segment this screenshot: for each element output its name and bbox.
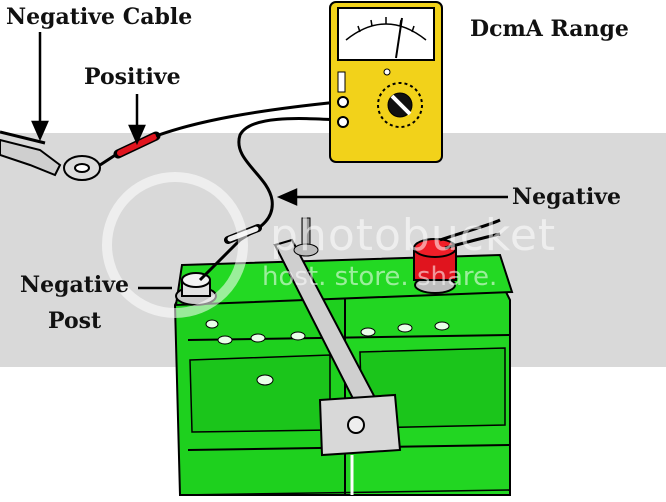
- positive-post: [413, 218, 501, 294]
- meter-needle: [395, 17, 403, 59]
- negative-label: Negative: [512, 184, 622, 210]
- negative-post-label-line2: Post: [48, 308, 102, 334]
- positive-label: Positive: [84, 64, 181, 90]
- watermark-subtext: host. store. share.: [262, 262, 498, 292]
- dcma-range-label: DcmA Range: [470, 16, 629, 42]
- meter-dial: [337, 7, 435, 61]
- negative-cable-connector: [0, 130, 101, 181]
- negative-post-label-line1: Negative: [20, 272, 130, 298]
- negative-cable-label: Negative Cable: [6, 4, 193, 30]
- watermark-logo: [102, 172, 248, 318]
- label-arrows: [31, 32, 508, 290]
- watermark-text: photobucket: [270, 210, 557, 261]
- battery: [173, 217, 514, 496]
- multimeter: [329, 1, 443, 163]
